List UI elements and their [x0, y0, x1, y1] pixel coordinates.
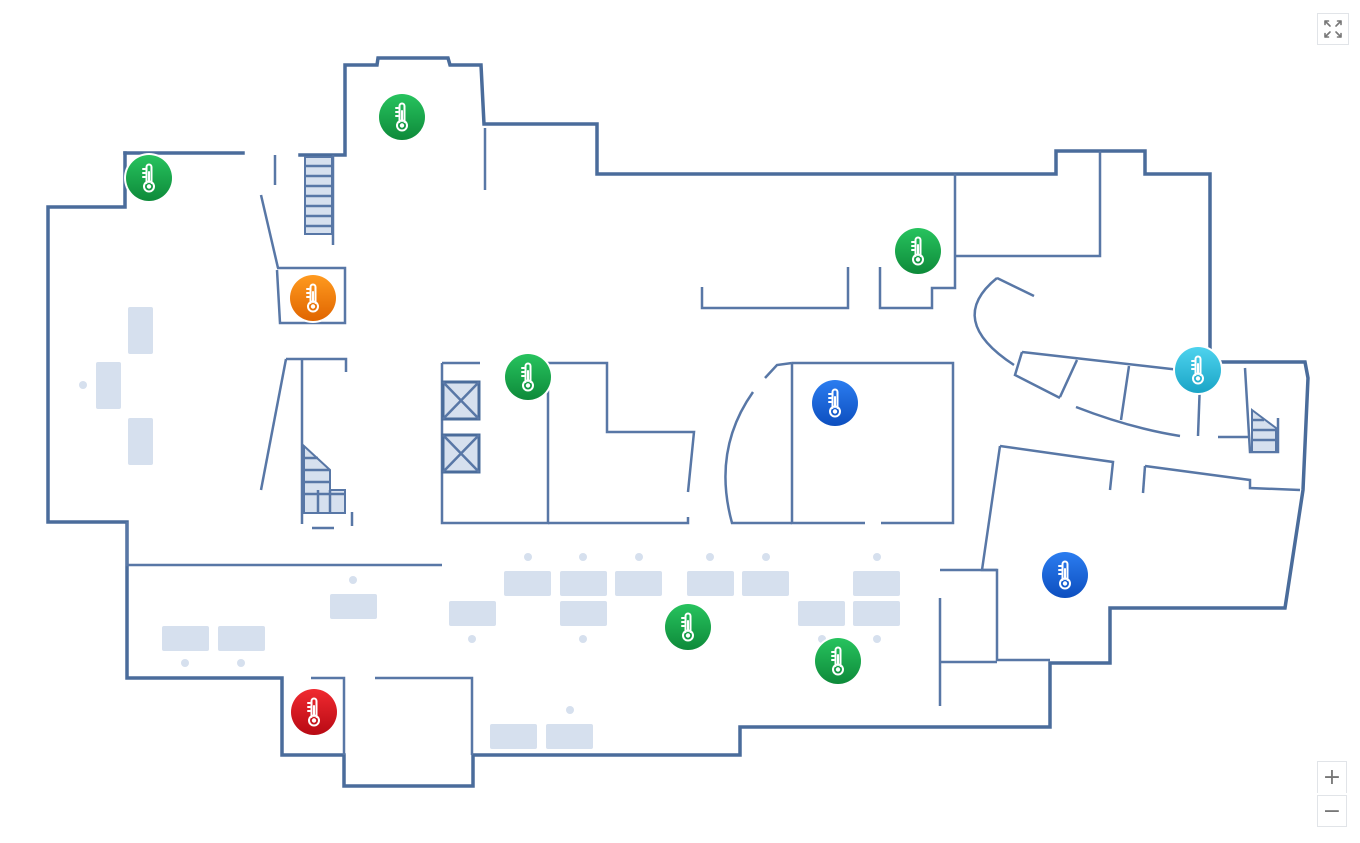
sensor-open-office-south[interactable]	[813, 636, 863, 686]
sensor-southeast[interactable]	[1040, 550, 1090, 600]
thermometer-icon	[521, 362, 534, 392]
sensor-stair-room[interactable]	[288, 273, 338, 323]
thermometer-icon	[142, 163, 155, 193]
lift-shafts	[441, 380, 481, 474]
thermometer-icon	[306, 283, 319, 313]
floor-walls	[46, 56, 1310, 788]
thermometer-icon	[395, 102, 408, 132]
expand-arrows-icon	[1324, 20, 1342, 38]
sensor-meeting-room[interactable]	[810, 378, 860, 428]
stairs-west	[303, 443, 346, 514]
thermometer-icon	[831, 646, 844, 676]
fullscreen-button[interactable]	[1317, 13, 1349, 45]
sensor-north-hall[interactable]	[377, 92, 427, 142]
sensor-east-wing[interactable]	[1173, 345, 1223, 395]
zoom-in-button[interactable]: +	[1317, 761, 1347, 793]
stairs-east	[1251, 408, 1277, 453]
thermometer-icon	[1058, 560, 1071, 590]
thermometer-icon	[681, 612, 694, 642]
sensor-markers	[124, 92, 1223, 737]
sensor-northwest[interactable]	[124, 153, 174, 203]
thermometer-icon	[1191, 355, 1204, 385]
sensor-east-office[interactable]	[893, 226, 943, 276]
sensor-lift-lobby[interactable]	[503, 352, 553, 402]
thermometer-icon	[828, 388, 841, 418]
thermometer-icon	[307, 697, 320, 727]
stairs-north	[304, 156, 333, 235]
furniture	[79, 307, 900, 749]
zoom-out-button[interactable]: −	[1317, 795, 1347, 827]
sensor-open-office[interactable]	[663, 602, 713, 652]
sensor-south-room[interactable]	[289, 687, 339, 737]
thermometer-icon	[911, 236, 924, 266]
